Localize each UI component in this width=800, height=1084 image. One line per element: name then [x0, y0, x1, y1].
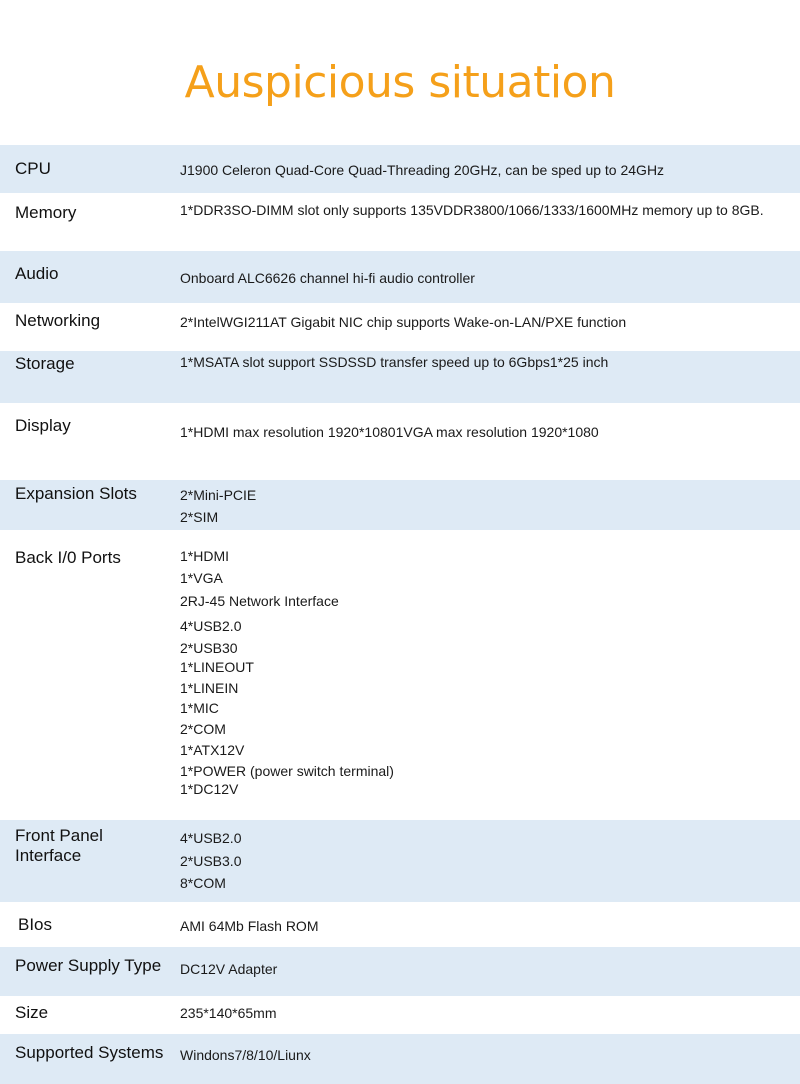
spec-value: DC12V Adapter [180, 961, 278, 977]
spec-row-storage: Storage 1*MSATA slot support SSDSSD tran… [0, 351, 800, 403]
spec-label: Supported Systems [15, 1043, 164, 1062]
spec-label: Networking [15, 311, 101, 330]
spec-value: 1*MIC [180, 700, 219, 716]
spec-label: Expansion Slots [15, 484, 137, 503]
spec-label: Front Panel Interface [15, 826, 103, 865]
spec-label: Power Supply Type [15, 956, 162, 975]
spec-row-audio: Audio Onboard ALC6626 channel hi-fi audi… [0, 251, 800, 303]
spec-value: 1*LINEOUT [180, 659, 254, 675]
spec-value: 2*USB30 [180, 640, 238, 656]
spec-row-supported-systems: Supported Systems Windons7/8/10/Liunx [0, 1034, 800, 1084]
spec-value: 1*LINEIN [180, 680, 239, 696]
spec-value: 1*DC12V [180, 781, 239, 797]
spec-value: 2*IntelWGI211AT Gigabit NIC chip support… [180, 314, 627, 330]
spec-value: 1*VGA [180, 570, 223, 586]
spec-value: 2*COM [180, 721, 226, 737]
spec-value: J1900 Celeron Quad-Core Quad-Threading 2… [180, 162, 665, 178]
spec-value: 1*MSATA slot support SSDSSD transfer spe… [180, 354, 609, 370]
spec-row-power-supply-type: Power Supply Type DC12V Adapter [0, 947, 800, 996]
spec-value: 1*HDMI [180, 548, 230, 564]
spec-label: Back I/0 Ports [15, 548, 121, 567]
spec-row-cpu: CPU J1900 Celeron Quad-Core Quad-Threadi… [0, 145, 800, 193]
spec-label: Display [15, 416, 71, 435]
spec-label: BIos [18, 915, 53, 934]
spec-label: Storage [15, 354, 75, 373]
spec-value: 2*USB3.0 [180, 853, 242, 869]
spec-label: Size [15, 1003, 49, 1022]
spec-row-back-io-ports: Back I/0 Ports 1*HDMI 1*VGA 2RJ-45 Netwo… [0, 530, 800, 820]
spec-label: Memory [15, 203, 77, 222]
spec-row-front-panel-interface: Front Panel Interface 4*USB2.0 2*USB3.0 … [0, 820, 800, 902]
spec-row-networking: Networking 2*IntelWGI211AT Gigabit NIC c… [0, 303, 800, 351]
spec-label: Audio [15, 264, 59, 283]
spec-value: Windons7/8/10/Liunx [180, 1047, 311, 1063]
spec-value: 2*SIM [180, 509, 219, 525]
spec-value: 8*COM [180, 875, 226, 891]
spec-value: 1*ATX12V [180, 742, 245, 758]
spec-value: 4*USB2.0 [180, 618, 242, 634]
spec-row-size: Size 235*140*65mm [0, 996, 800, 1034]
spec-label: CPU [15, 159, 51, 178]
spec-value: 1*POWER (power switch terminal) [180, 763, 394, 779]
spec-value: 2*Mini-PCIE [180, 487, 257, 503]
spec-row-expansion-slots: Expansion Slots 2*Mini-PCIE 2*SIM [0, 480, 800, 530]
spec-value: Onboard ALC6626 channel hi-fi audio cont… [180, 270, 475, 286]
spec-row-display: Display 1*HDMI max resolution 1920*10801… [0, 403, 800, 480]
spec-value: 4*USB2.0 [180, 830, 242, 846]
spec-value: 2RJ-45 Network Interface [180, 593, 339, 609]
page-title: Auspicious situation [184, 57, 616, 108]
spec-value: 1*HDMI max resolution 1920*10801VGA max … [180, 424, 599, 440]
spec-value: 235*140*65mm [180, 1005, 277, 1021]
spec-row-memory: Memory 1*DDR3SO-DIMM slot only supports … [0, 193, 800, 251]
spec-value: AMI 64Mb Flash ROM [180, 918, 319, 934]
spec-value: 1*DDR3SO-DIMM slot only supports 135VDDR… [180, 202, 764, 218]
spec-row-bios: BIos AMI 64Mb Flash ROM [0, 902, 800, 947]
